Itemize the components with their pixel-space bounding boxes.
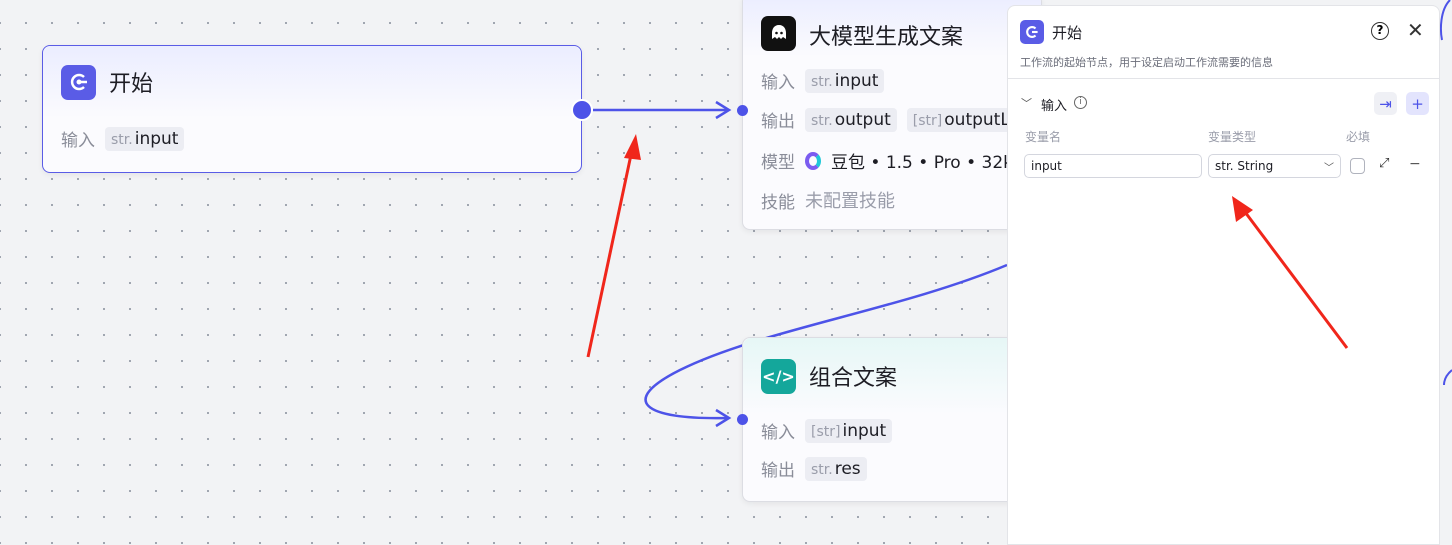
model-icon [805, 151, 821, 170]
llm-icon [761, 16, 796, 51]
expand-icon[interactable]: ⤢ [1379, 156, 1390, 171]
node-title: 组合文案 [809, 366, 898, 391]
column-header: 变量名 [1025, 130, 1062, 144]
help-icon[interactable]: ? [1371, 22, 1389, 40]
node-title: 大模型生成文案 [809, 25, 964, 50]
chevron-down-icon[interactable]: ﹀ [1021, 97, 1032, 110]
combine-input-port[interactable] [737, 414, 748, 425]
edge-fragment [1440, 0, 1452, 386]
add-variable-button[interactable]: + [1406, 92, 1429, 115]
remove-variable-button[interactable]: − [1409, 156, 1421, 172]
row-label: 技能 [761, 192, 795, 213]
chevron-down-icon: ﹀ [1324, 162, 1334, 174]
column-header: 必填 [1346, 130, 1371, 144]
edge-arrow [715, 100, 732, 120]
close-icon[interactable]: ✕ [1407, 18, 1424, 42]
start-output-port[interactable] [571, 99, 593, 121]
start-node[interactable]: 开始 输入 str.input [42, 45, 582, 173]
divider [1008, 78, 1439, 79]
llm-node[interactable]: 大模型生成文案 输入 str.input 输出 str.output [str]… [742, 0, 1042, 230]
combine-node[interactable]: </> 组合文案 输入 [str]input 输出 str.res [742, 337, 1042, 502]
node-title: 开始 [109, 72, 154, 97]
row-label: 输入 [61, 131, 95, 151]
var-tag: [str]outputL [906, 107, 1016, 132]
var-tag: str.input [805, 68, 885, 93]
var-tag: str.output [805, 107, 897, 132]
var-tag: str.res [805, 456, 867, 481]
variable-type-select[interactable]: str. String ﹀ [1208, 154, 1341, 178]
variable-name-input[interactable]: input [1024, 154, 1202, 178]
import-button[interactable]: ⇥ [1374, 92, 1397, 115]
required-checkbox[interactable] [1350, 158, 1365, 174]
panel-title: 开始 [1052, 24, 1083, 42]
code-icon: </> [761, 358, 796, 394]
row-label: 输出 [761, 461, 795, 481]
section-title[interactable]: 输入 [1041, 99, 1068, 114]
row-label: 输出 [761, 112, 795, 132]
panel-description: 工作流的起始节点，用于设定启动工作流需要的信息 [1020, 56, 1273, 69]
variable-type-value: str. String [1215, 159, 1274, 173]
info-icon[interactable]: i [1074, 96, 1087, 109]
node-settings-panel: 开始 ? ✕ 工作流的起始节点，用于设定启动工作流需要的信息 ﹀ 输入 i ⇥ … [1007, 5, 1440, 545]
var-tag: [str]input [805, 418, 893, 443]
row-label: 输入 [761, 423, 795, 443]
column-header: 变量类型 [1208, 130, 1257, 144]
edge-arrow [715, 408, 732, 428]
row-label: 输入 [761, 73, 795, 93]
edge-llm-to-combine [644, 263, 1008, 420]
panel-icon [1020, 20, 1044, 44]
row-label: 模型 [761, 153, 795, 173]
skill-value: 未配置技能 [805, 191, 895, 212]
var-tag: str.input [105, 126, 185, 151]
start-icon [61, 64, 96, 100]
llm-input-port[interactable] [737, 105, 748, 116]
model-value: 豆包 • 1.5 • Pro • 32k [831, 153, 1013, 173]
